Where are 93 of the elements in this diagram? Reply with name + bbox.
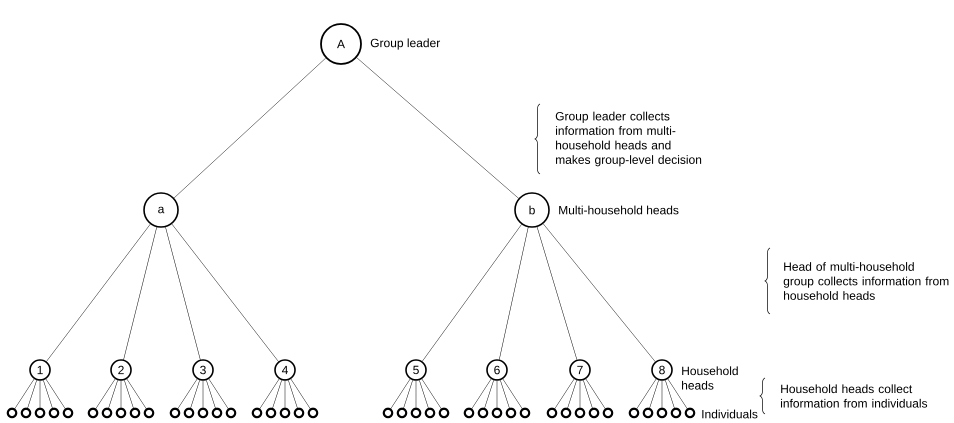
- note-text: Household heads collect information from individuals: [781, 384, 928, 408]
- individual-circle: [294, 408, 304, 418]
- note-text: Head of multi-household group collects information from household heads: [784, 262, 948, 300]
- note-text: Group leader collects information from multi-household heads and makes group-level decision: [556, 112, 702, 166]
- connector-line: [126, 378, 146, 409]
- individual-circle: [478, 408, 488, 418]
- individual-circle: [62, 408, 74, 418]
- individual-circle: [588, 408, 600, 418]
- individual-circle: [492, 408, 502, 418]
- individual-circle: [642, 408, 654, 418]
- connector-line: [636, 378, 656, 409]
- level-label: Individuals: [702, 410, 758, 418]
- connector-line: [542, 224, 656, 362]
- connector-line: [206, 380, 216, 408]
- individual-circle: [88, 408, 98, 418]
- individual-circle: [198, 408, 208, 418]
- individual-circle: [266, 408, 276, 418]
- connector-line: [27, 380, 37, 408]
- individual-circle: [396, 408, 408, 418]
- connector-line: [586, 378, 606, 409]
- individual-circle: [280, 408, 290, 418]
- connector-line: [567, 380, 577, 408]
- individual-circle: [6, 408, 18, 418]
- individual-circle: [574, 408, 586, 418]
- individual-circle: [212, 408, 222, 418]
- individual-circle: [520, 408, 530, 418]
- individual-circle: [116, 408, 126, 418]
- individual-circle: [382, 408, 394, 418]
- connector-line: [284, 380, 286, 408]
- connector-line: [649, 380, 659, 408]
- individual-circle: [464, 408, 474, 418]
- connector-line: [422, 224, 522, 362]
- connector-line: [583, 380, 593, 408]
- connector-line: [272, 380, 282, 408]
- individual-circle: [48, 408, 60, 418]
- connector-line: [500, 380, 510, 408]
- connector-line: [496, 380, 498, 408]
- connector-line: [174, 58, 326, 198]
- individual-circle: [546, 408, 558, 418]
- individual-circle: [20, 408, 32, 418]
- connector-line: [108, 380, 118, 408]
- connector-line: [403, 380, 413, 408]
- connector-line: [43, 380, 53, 408]
- individual-circle: [424, 408, 436, 418]
- individual-circle: [102, 408, 112, 418]
- individual-circle: [34, 408, 46, 418]
- connector-line: [472, 378, 492, 409]
- connector-line: [554, 378, 574, 409]
- connector-line: [46, 224, 151, 362]
- connector-line: [123, 227, 157, 360]
- connector-line: [14, 378, 34, 409]
- individual-circle: [170, 408, 180, 418]
- connector-line: [178, 378, 198, 409]
- connector-line: [665, 380, 675, 408]
- individual-circle: [628, 408, 640, 418]
- connector-line: [419, 380, 429, 408]
- individual-circle: [438, 408, 450, 418]
- level-label: Household heads: [682, 366, 738, 390]
- individual-circle: [410, 408, 422, 418]
- individual-circle: [308, 408, 318, 418]
- connector-line: [202, 380, 204, 408]
- connector-line: [190, 380, 200, 408]
- individual-circle: [252, 408, 262, 418]
- connector-line: [96, 378, 116, 409]
- connector-line: [356, 57, 519, 199]
- connector-line: [288, 380, 298, 408]
- connector-line: [120, 380, 122, 408]
- individual-circle: [506, 408, 516, 418]
- level-label: Multi-household heads: [559, 206, 678, 214]
- connector-line: [536, 226, 578, 360]
- individual-circle: [670, 408, 682, 418]
- level-label: Group leader: [370, 38, 440, 50]
- individual-circle: [144, 408, 154, 418]
- connector-line: [290, 378, 310, 409]
- connector-line: [668, 378, 688, 409]
- individual-circle: [684, 408, 696, 418]
- connector-line: [484, 380, 494, 408]
- connector-line: [46, 378, 66, 409]
- connector-line: [172, 224, 279, 362]
- connector-line: [502, 378, 522, 409]
- connector-line: [390, 378, 410, 409]
- connector-line: [208, 378, 228, 409]
- connector-line: [165, 226, 201, 360]
- connector-line: [124, 380, 134, 408]
- individual-circle: [184, 408, 194, 418]
- connector-line: [499, 227, 528, 360]
- connector-line: [422, 378, 442, 409]
- individual-circle: [560, 408, 572, 418]
- connector-line: [260, 378, 280, 409]
- individual-circle: [602, 408, 614, 418]
- individual-circle: [130, 408, 140, 418]
- individual-circle: [656, 408, 668, 418]
- individual-circle: [226, 408, 236, 418]
